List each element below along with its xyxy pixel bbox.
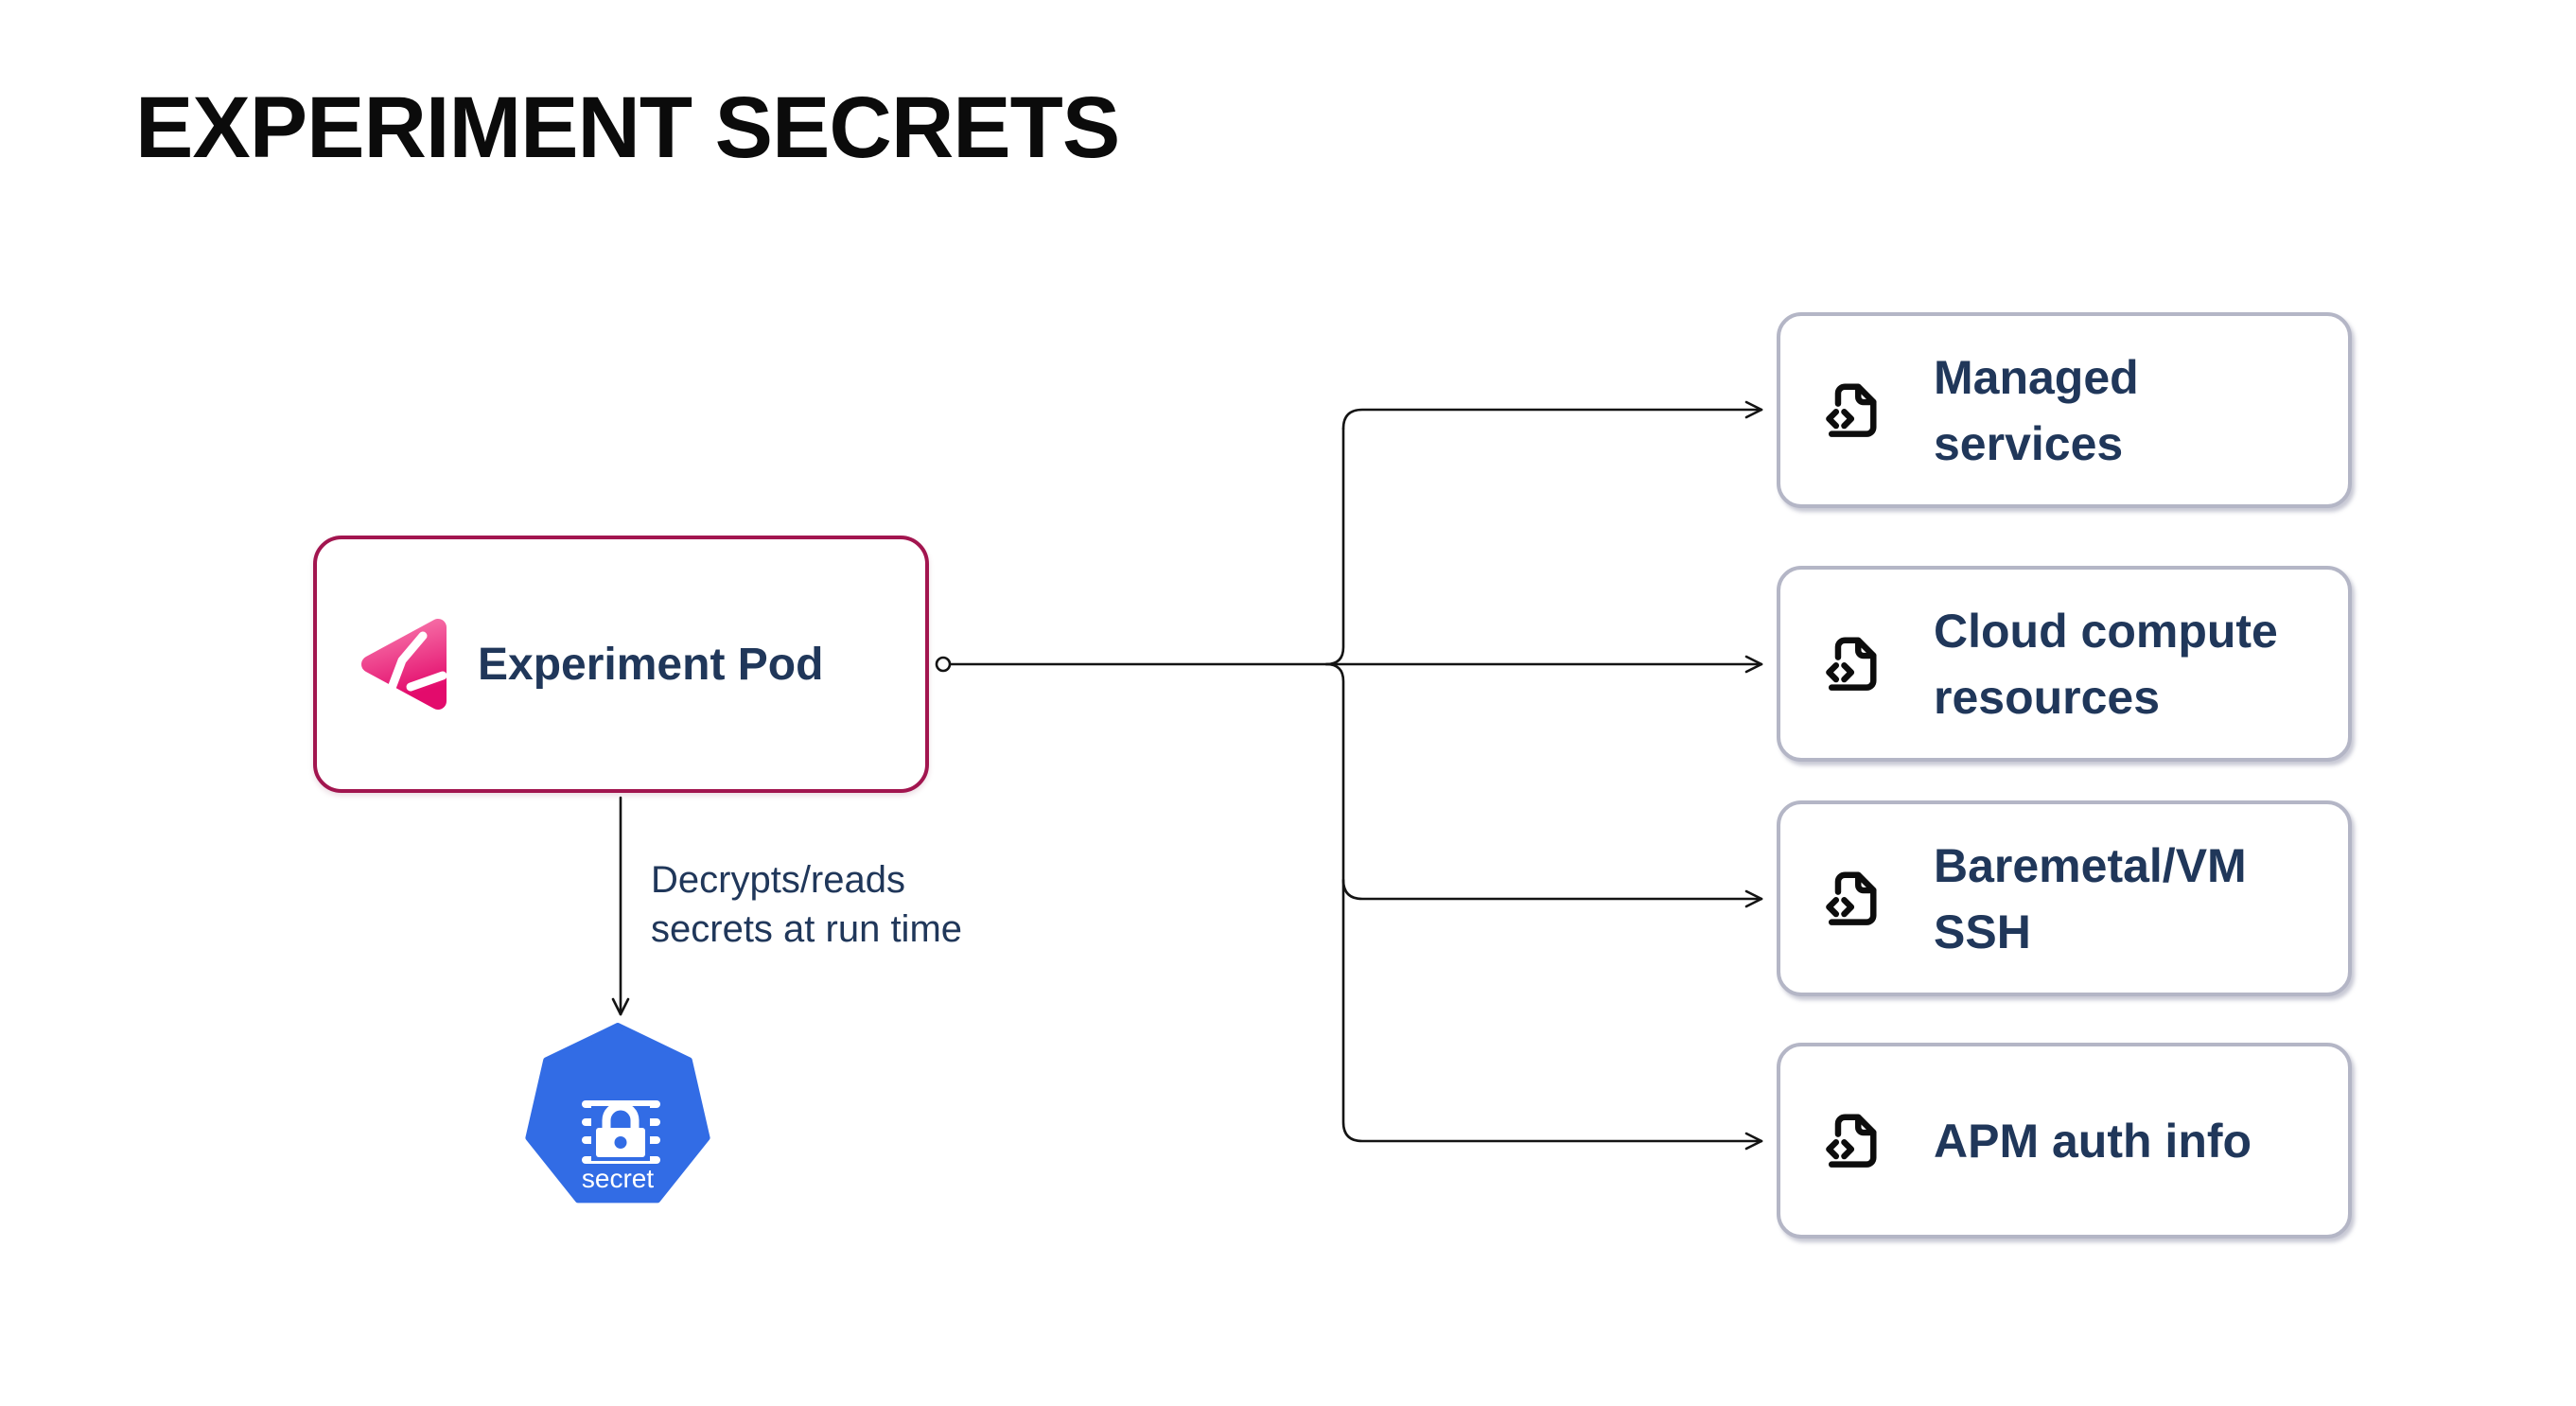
decrypt-annotation: Decrypts/reads secrets at run time xyxy=(651,855,1029,954)
target-label-baremetal-ssh: Baremetal/VM SSH xyxy=(1934,838,2247,958)
file-code-icon xyxy=(1826,1113,1877,1168)
page-title: EXPERIMENT SECRETS xyxy=(135,79,1120,176)
file-code-icon xyxy=(1826,636,1877,691)
kubernetes-secret-icon: secret xyxy=(525,1023,710,1204)
connector-trunk-upper xyxy=(1324,427,1345,666)
decrypt-annotation-line1: Decrypts/reads xyxy=(651,859,905,901)
target-node-managed-services: Managed services xyxy=(1777,312,2352,508)
file-code-icon xyxy=(1826,382,1877,437)
target-node-cloud-compute: Cloud compute resources xyxy=(1777,566,2352,762)
secret-label: secret xyxy=(582,1164,654,1193)
connector-to-managed-services xyxy=(1341,400,1763,431)
target-label-cloud-compute: Cloud compute resources xyxy=(1934,604,2278,724)
decrypt-annotation-line2: secrets at run time xyxy=(651,908,963,950)
target-label-managed-services: Managed services xyxy=(1934,350,2139,470)
experiment-pod-label: Experiment Pod xyxy=(478,639,824,690)
experiment-pod-node: Experiment Pod xyxy=(313,536,929,793)
target-node-apm-auth: APM auth info xyxy=(1777,1043,2352,1239)
connection-point-dot xyxy=(935,656,952,673)
target-label-apm-auth: APM auth info xyxy=(1934,1114,2252,1168)
connector-to-baremetal-ssh xyxy=(1341,878,1763,908)
target-node-baremetal-ssh: Baremetal/VM SSH xyxy=(1777,800,2352,996)
connector-to-apm-auth xyxy=(1324,662,1763,1151)
file-code-icon xyxy=(1826,870,1877,925)
chaos-experiment-logo-icon xyxy=(361,619,447,710)
